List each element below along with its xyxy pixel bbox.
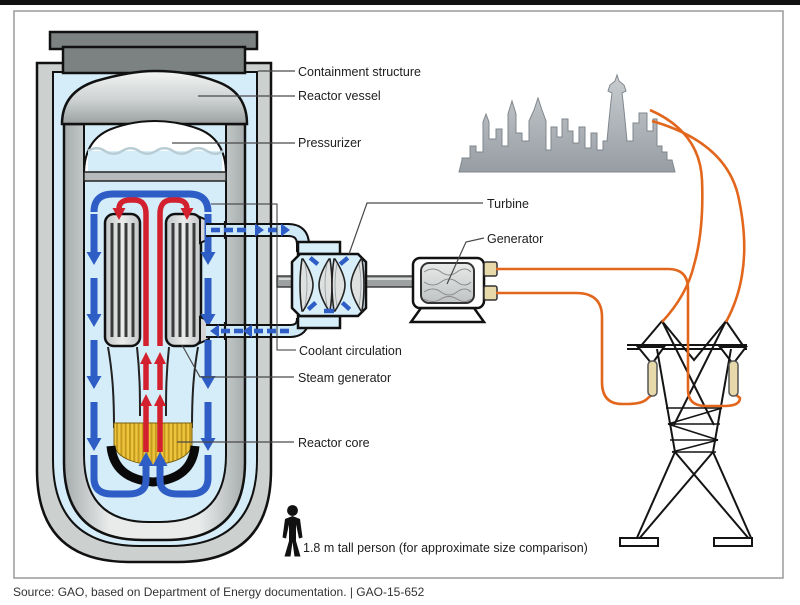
city-wire-right <box>651 119 746 323</box>
generator-wire-top <box>496 267 742 408</box>
coolant-circulation-label: Coolant circulation <box>299 344 402 358</box>
generator <box>408 256 498 324</box>
power-lines <box>496 108 746 408</box>
city-wire-left <box>649 108 704 323</box>
reactor-core <box>106 422 200 487</box>
coolant-loop-hot <box>112 197 194 452</box>
turbine-internal-flow <box>306 256 352 314</box>
power-connectors <box>483 261 498 301</box>
city-skyline <box>458 73 676 173</box>
coolant-bracket <box>211 203 296 351</box>
reactor-vessel-dome <box>60 69 249 126</box>
pressurizer-chamber <box>82 119 228 182</box>
generator-wire-bottom <box>496 291 654 406</box>
turbine <box>290 240 368 330</box>
core-barrel <box>107 346 199 429</box>
transmission-tower <box>619 319 753 547</box>
coolant-loop-cold <box>86 190 216 498</box>
containment-cap <box>48 30 259 75</box>
turbine-rotors <box>299 258 365 312</box>
containment-structure-label: Containment structure <box>298 65 421 79</box>
generator-label: Generator <box>487 232 544 246</box>
top-bar <box>0 0 800 5</box>
steam-generator-label: Steam generator <box>298 371 392 385</box>
turbine-label: Turbine <box>487 197 529 211</box>
reactor-core-label: Reactor core <box>298 436 370 450</box>
source-line: Source: GAO, based on Department of Ener… <box>13 585 425 599</box>
person-scale-caption: 1.8 m tall person (for approximate size … <box>303 541 588 555</box>
person-icon <box>282 505 303 557</box>
tower-insulators <box>647 360 739 397</box>
steam-generator-right <box>164 212 210 348</box>
leader-lines <box>172 70 485 443</box>
water-line <box>87 147 224 155</box>
deck-bar <box>83 171 227 182</box>
generator-stand <box>408 306 487 324</box>
reactor-vessel-label: Reactor vessel <box>298 89 381 103</box>
core-lower-bowl <box>106 445 200 487</box>
steam-generator-left <box>103 212 142 348</box>
pressurizer-label: Pressurizer <box>298 136 362 150</box>
